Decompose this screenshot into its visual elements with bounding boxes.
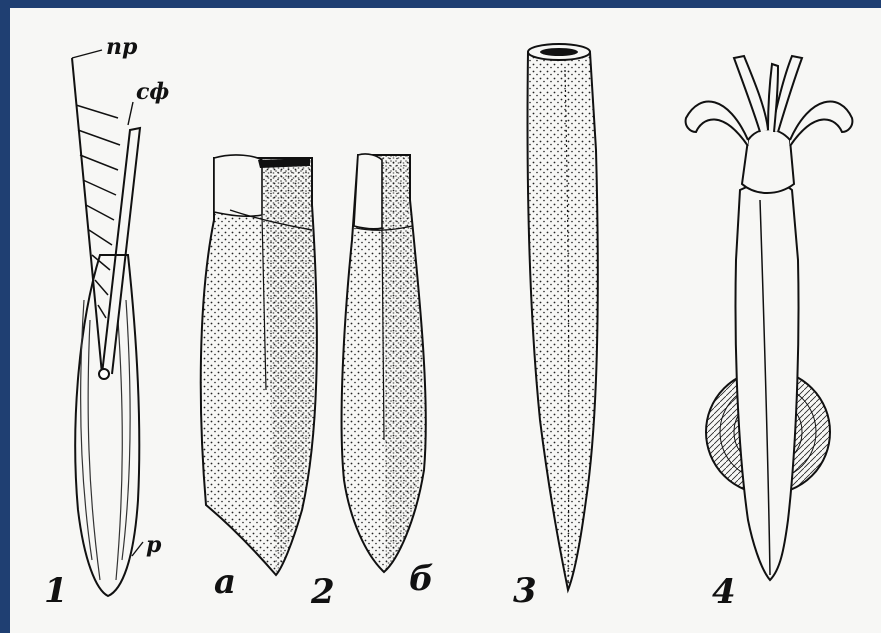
sf-label: сф [136,79,169,105]
figure-2a-rostrum [201,155,317,575]
np-label: пр [106,34,137,60]
figure-4-label: 4 [712,572,736,612]
figure-2b-label: б [409,559,434,599]
figure-2a-label: а [214,562,236,602]
figure-1-belemnite-section [72,50,143,596]
figure-2b-rostrum [342,154,426,572]
figure-3-label: 3 [513,571,537,611]
figure-3-rostrum [528,44,598,590]
figure-4-belemnite-reconstruction [686,56,853,580]
figure-1-label: 1 [44,571,68,611]
figure-2-label: 2 [311,572,335,612]
p-label: р [146,532,161,558]
